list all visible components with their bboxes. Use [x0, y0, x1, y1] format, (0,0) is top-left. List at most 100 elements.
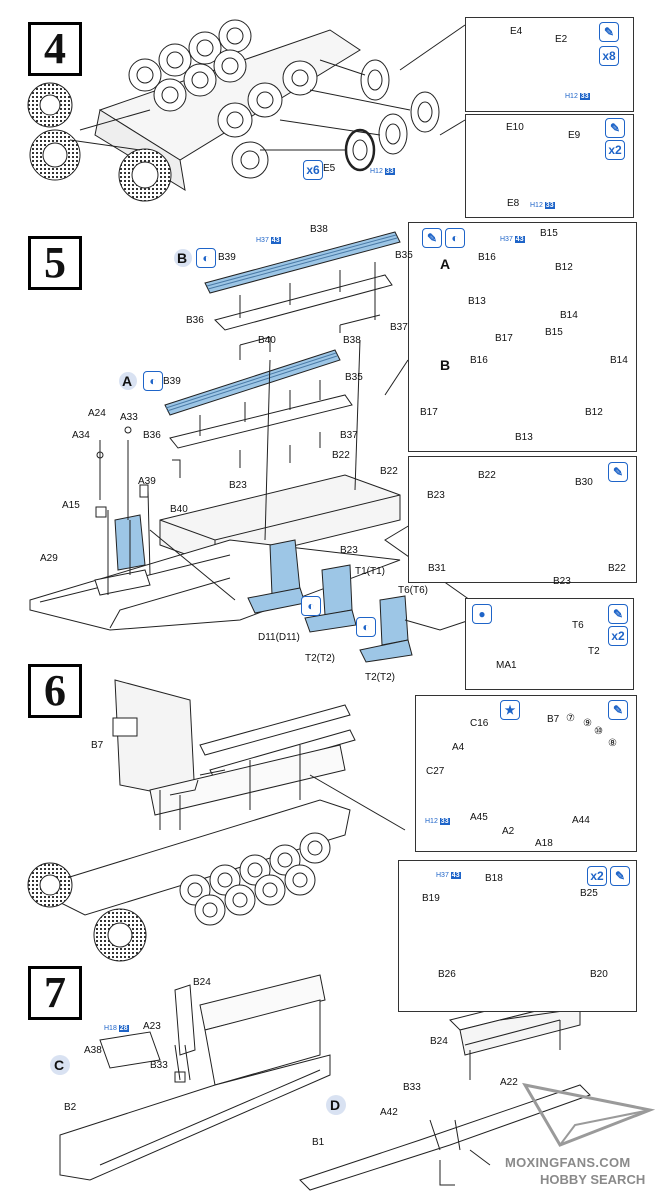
part-label: B39: [163, 376, 181, 387]
inset-frame-step5a: [408, 222, 637, 452]
part-label: T2(T2): [365, 672, 395, 683]
variant-label: B: [440, 357, 451, 373]
part-label: B23: [553, 576, 571, 587]
paint-icon: ◐: [196, 248, 216, 268]
part-label: B40: [258, 335, 276, 346]
part-label: B37: [390, 322, 408, 333]
part-label: A18: [535, 838, 553, 849]
part-label: B30: [575, 477, 593, 488]
part-label: A39: [138, 476, 156, 487]
part-label: T6(T6): [398, 585, 428, 596]
part-label: T2(T2): [305, 653, 335, 664]
part-label: MA1: [496, 660, 517, 671]
part-label: B13: [515, 432, 533, 443]
part-label: B33: [403, 1082, 421, 1093]
part-label: E5: [323, 163, 336, 174]
paint-ref: H37 43: [256, 237, 281, 244]
paint-icon: ◐: [143, 371, 163, 391]
part-label: ⑦: [566, 713, 575, 724]
paint-ref: H37 43: [436, 872, 461, 879]
glue-icon: ✎: [608, 604, 628, 624]
part-label: A4: [452, 742, 465, 753]
paint-icon: ◐: [445, 228, 465, 248]
part-label: A44: [572, 815, 590, 826]
variant-label: C: [54, 1057, 65, 1073]
part-label: B20: [590, 969, 608, 980]
glue-icon: ✎: [610, 866, 630, 886]
glue-icon: ✎: [608, 462, 628, 482]
paint-ref: H12 33: [370, 168, 395, 175]
part-label: B25: [580, 888, 598, 899]
part-label: A45: [470, 812, 488, 823]
part-label: B12: [585, 407, 603, 418]
part-label: B22: [608, 563, 626, 574]
part-label: D11(D11): [258, 632, 300, 643]
step-number-6: 6: [28, 664, 82, 718]
part-label: A38: [84, 1045, 102, 1056]
part-label: B14: [610, 355, 628, 366]
part-label: B37: [340, 430, 358, 441]
part-label: B36: [143, 430, 161, 441]
variant-label: A: [440, 256, 451, 272]
part-label: B15: [545, 327, 563, 338]
part-label: B35: [395, 250, 413, 261]
part-label: B22: [380, 466, 398, 477]
step-number-4: 4: [28, 22, 82, 76]
part-label: T2: [588, 646, 600, 657]
glue-icon: ✎: [608, 700, 628, 720]
part-label: B31: [428, 563, 446, 574]
part-label: E8: [507, 198, 520, 209]
part-label: E4: [510, 26, 523, 37]
part-label: B16: [470, 355, 488, 366]
part-label: B17: [495, 333, 513, 344]
part-label: E2: [555, 34, 568, 45]
part-label: B33: [150, 1060, 168, 1071]
glue-icon: ✎: [605, 118, 625, 138]
glue-icon: ✎: [422, 228, 442, 248]
part-label: B40: [170, 504, 188, 515]
paint-ref: H12 33: [565, 93, 590, 100]
part-label: B7: [91, 740, 104, 751]
part-label: B26: [438, 969, 456, 980]
part-label: A24: [88, 408, 106, 419]
part-label: E10: [506, 122, 524, 133]
quantity-x8-icon: x8: [599, 46, 619, 66]
part-label: B39: [218, 252, 236, 263]
part-label: B17: [420, 407, 438, 418]
part-label: B24: [430, 1036, 448, 1047]
part-label: B18: [485, 873, 503, 884]
inset-frame-step5b: [408, 456, 637, 583]
inset-frame-step6: [415, 695, 637, 852]
variant-label: B: [177, 250, 188, 266]
part-label: A42: [380, 1107, 398, 1118]
part-label: B23: [229, 480, 247, 491]
part-label: A23: [143, 1021, 161, 1032]
part-label: B16: [478, 252, 496, 263]
part-label: A2: [502, 826, 515, 837]
variant-label: D: [330, 1097, 341, 1113]
quantity-x6-icon: x6: [303, 160, 323, 180]
part-label: A33: [120, 412, 138, 423]
part-label: T6: [572, 620, 584, 631]
paint-icon: ◐: [356, 617, 376, 637]
part-label: A22: [500, 1077, 518, 1088]
part-label: A34: [72, 430, 90, 441]
part-label: B23: [340, 545, 358, 556]
part-label: B24: [193, 977, 211, 988]
paint-ref: H12 33: [530, 202, 555, 209]
part-label: C16: [470, 718, 489, 729]
part-label: B23: [427, 490, 445, 501]
glue-icon: ✎: [599, 22, 619, 42]
part-label: B38: [343, 335, 361, 346]
quantity-x2-icon: x2: [608, 626, 628, 646]
step-number-5: 5: [28, 236, 82, 290]
step4-chassis: [27, 19, 440, 202]
quantity-x2-icon: x2: [587, 866, 607, 886]
part-label: ⑩: [594, 726, 603, 737]
part-label: E9: [568, 130, 581, 141]
star-icon: ★: [500, 700, 520, 720]
variant-label: A: [122, 373, 133, 389]
part-label: B2: [64, 1102, 77, 1113]
